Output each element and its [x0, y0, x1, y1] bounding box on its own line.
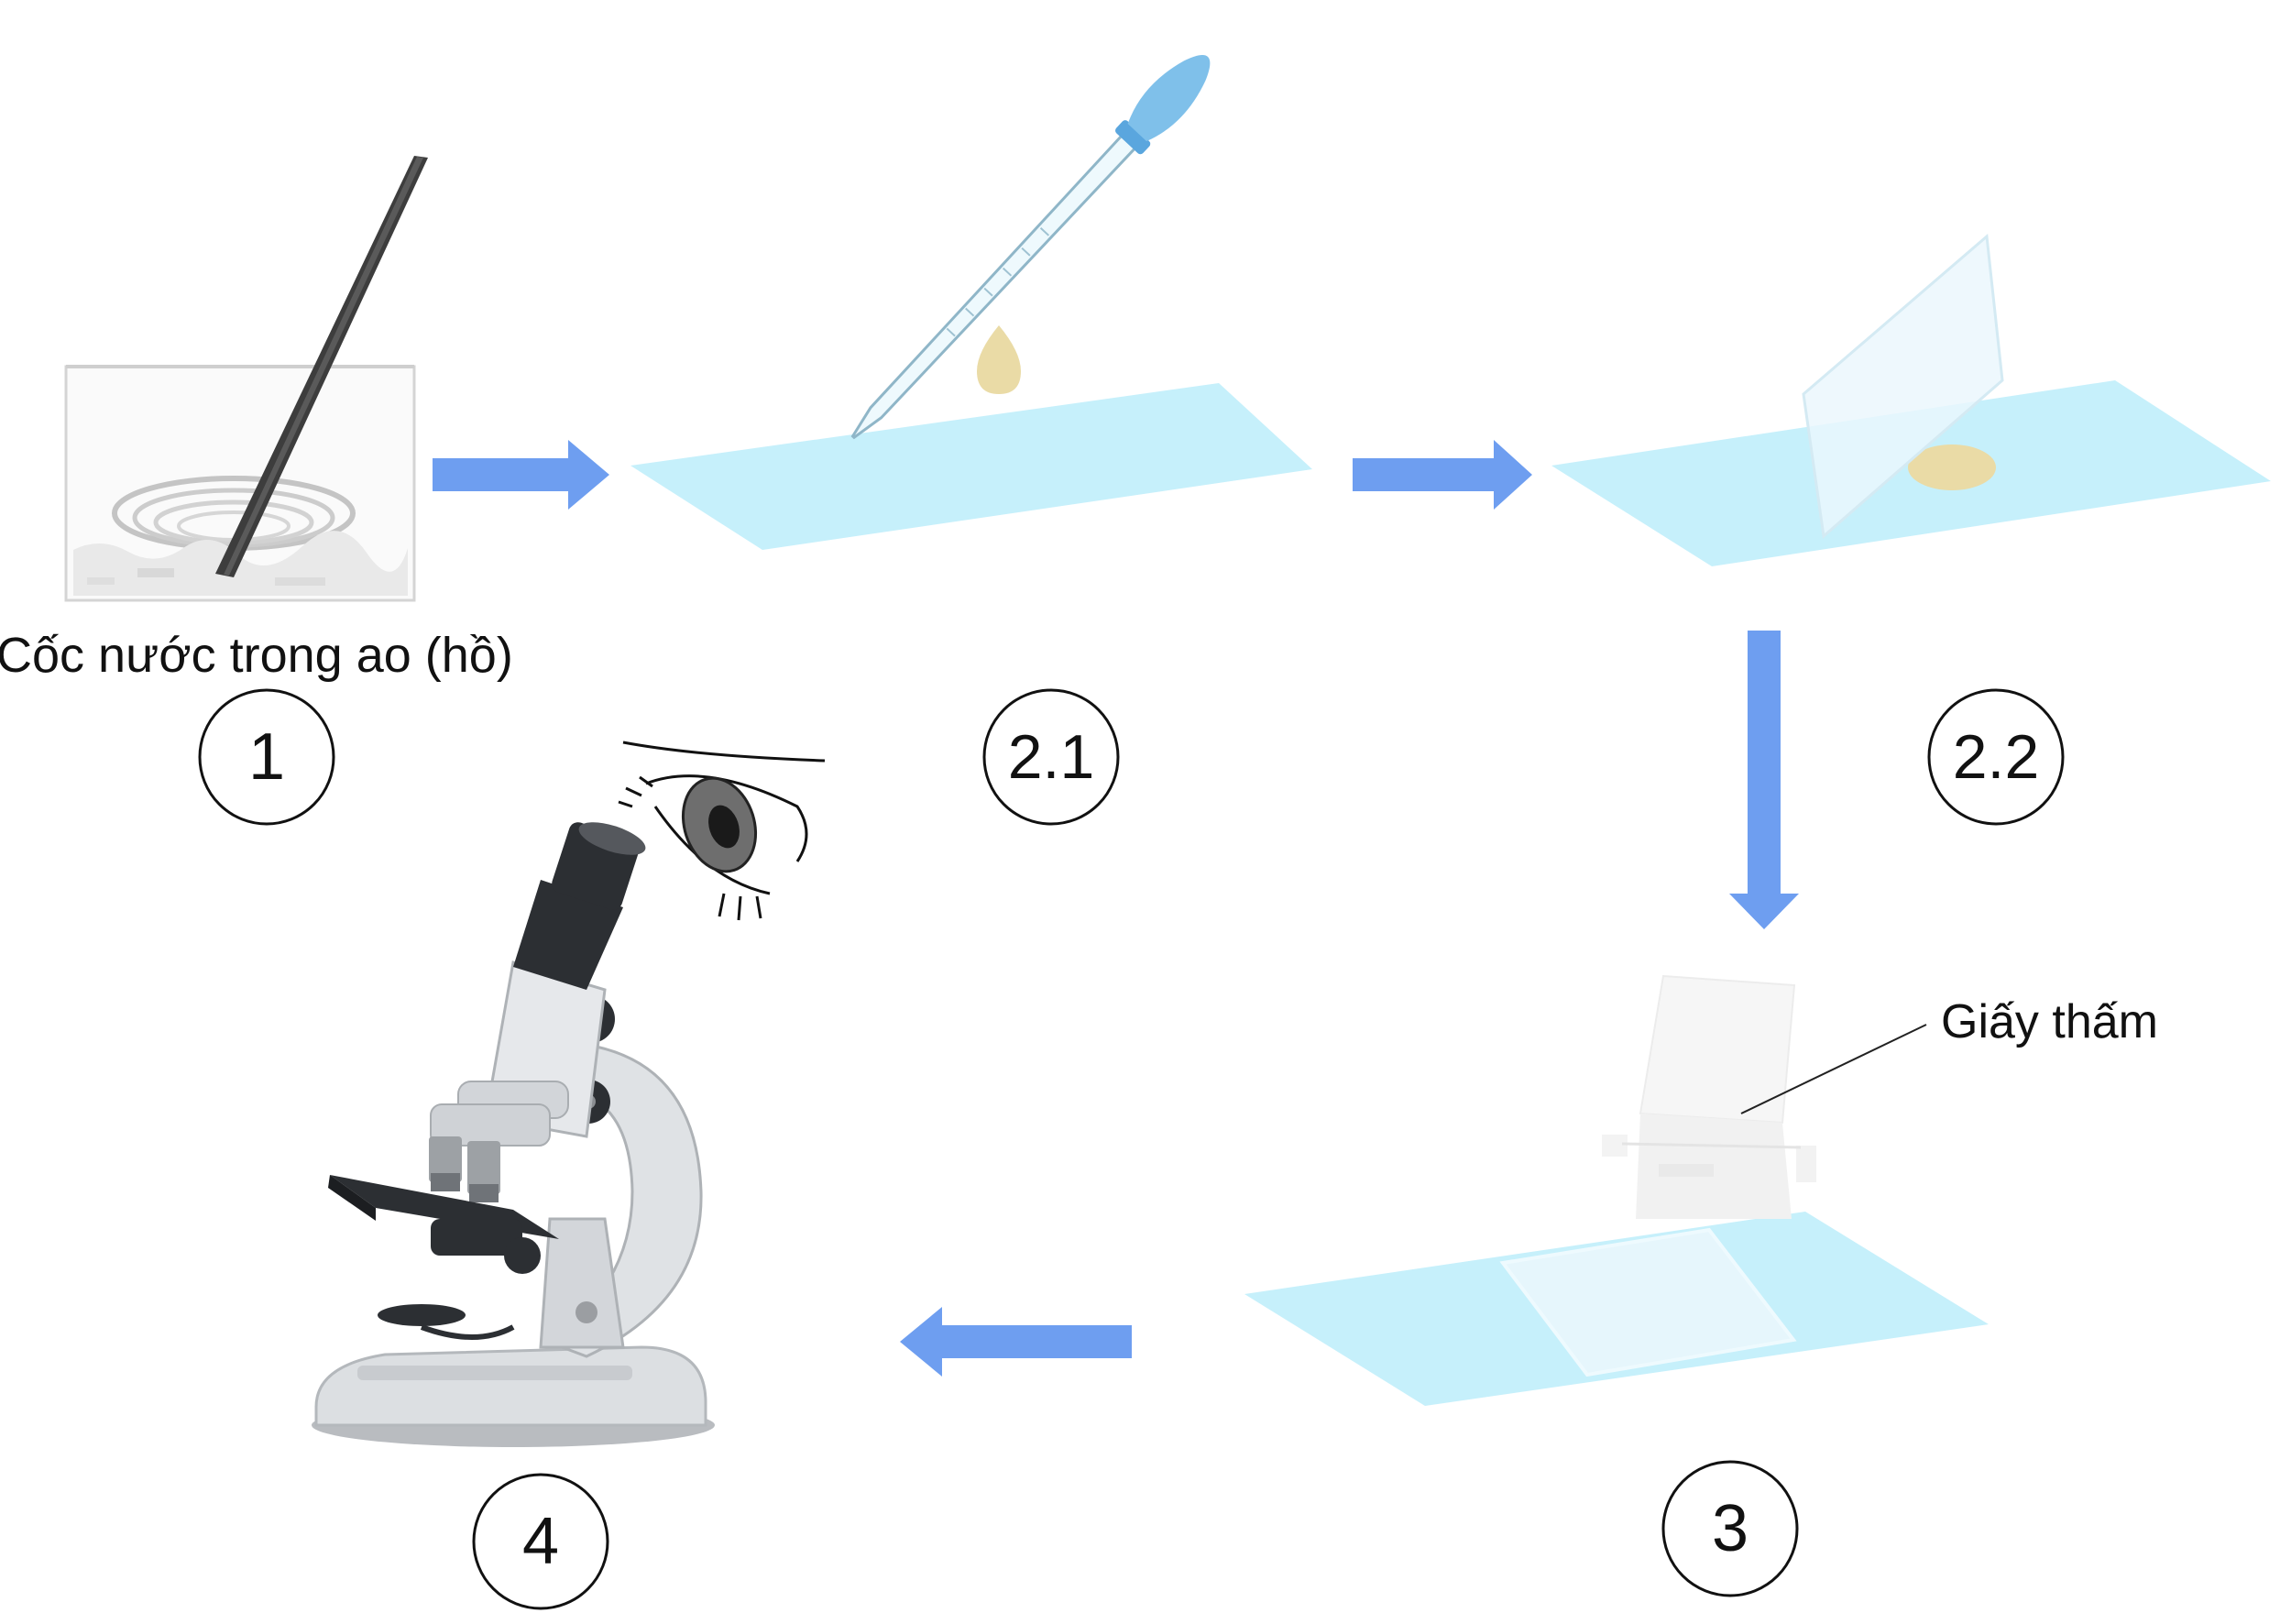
- arrow-right-icon: [433, 440, 609, 510]
- step-marker-4: 4: [472, 1473, 609, 1610]
- step-number: 1: [248, 720, 285, 794]
- step-number: 4: [522, 1505, 559, 1578]
- water-drop-icon: [1908, 444, 1996, 490]
- dropper-icon: [850, 55, 1211, 440]
- step-number: 2.1: [1008, 722, 1095, 792]
- blotting-paper-label: Giấy thấm: [1941, 995, 2158, 1048]
- step-number: 2.2: [1953, 722, 2040, 792]
- blotting-paper-leader-line: [1740, 1024, 1927, 1114]
- step-marker-1: 1: [198, 688, 335, 826]
- step-marker-2-1: 2.1: [982, 688, 1120, 826]
- beaker-icon: [64, 365, 416, 602]
- blotting-paper-icon: [1602, 974, 1816, 1219]
- arrow-down-icon: [1729, 631, 1799, 929]
- stirring-rod-icon: [215, 156, 428, 577]
- glass-slide-icon: [630, 383, 1312, 550]
- cover-slip-icon: [1499, 1227, 1797, 1377]
- arrow-left-icon: [900, 1307, 1132, 1377]
- step-number: 3: [1712, 1492, 1748, 1565]
- microscope-icon: [312, 822, 715, 1447]
- step-marker-3: 3: [1661, 1460, 1799, 1597]
- water-drop-icon: [977, 325, 1021, 394]
- eye-icon: [618, 741, 826, 921]
- cover-slip-icon: [1802, 234, 2004, 539]
- step-marker-2-2: 2.2: [1927, 688, 2065, 826]
- arrow-right-icon: [1353, 440, 1532, 510]
- beaker-label: Cốc nước trong ao (hồ): [0, 628, 513, 683]
